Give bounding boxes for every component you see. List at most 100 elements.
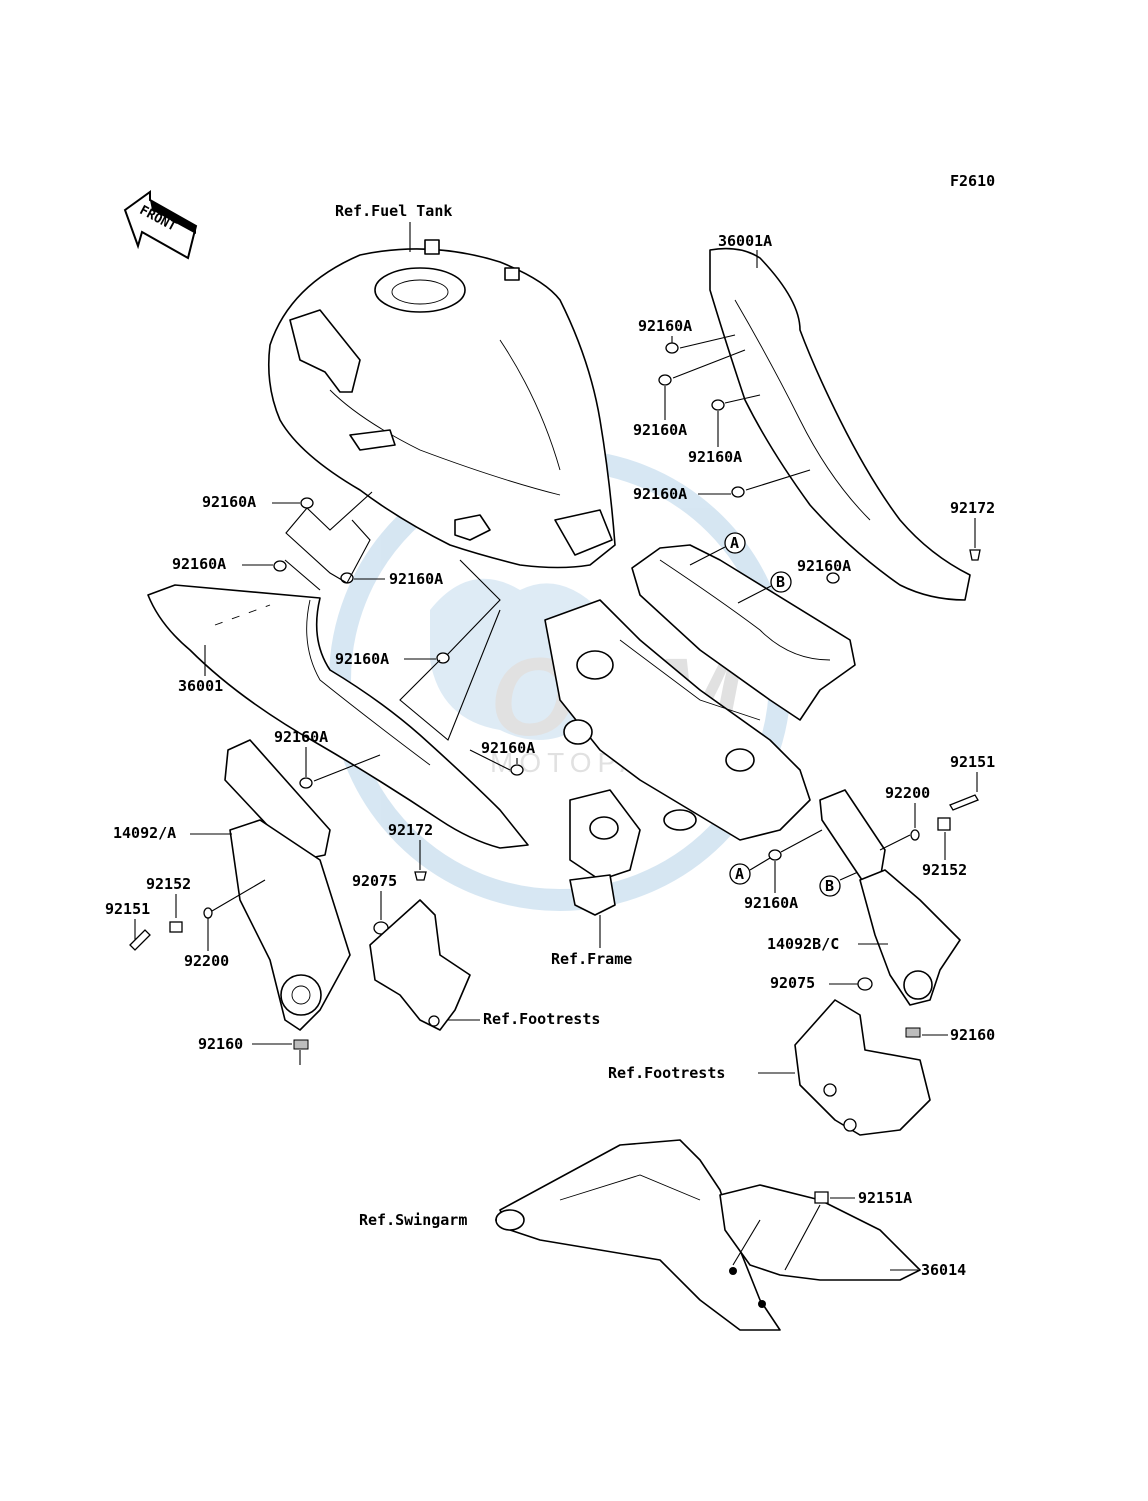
leader: [732, 1219, 761, 1266]
bushing-icon: [905, 1027, 921, 1038]
side-cover-36001A: [709, 247, 971, 601]
swingarm: [495, 1139, 781, 1331]
frame-foot: [569, 874, 616, 916]
label-92151-left: 92151: [105, 900, 150, 918]
heel-guard-right-upper: [819, 789, 886, 881]
bushing-icon: [293, 1039, 309, 1050]
label-14092BC: 14092B/C: [767, 935, 839, 953]
leader: [284, 559, 321, 591]
grommet-icon: [731, 486, 745, 498]
label-92160A-11: 92160A: [797, 557, 851, 575]
side-cover-36001-shape: [147, 584, 529, 849]
leader: [285, 507, 348, 584]
leader: [879, 834, 911, 851]
footrest-bracket-left: [369, 899, 471, 1031]
bolt-icon: [949, 794, 979, 811]
grommet-icon: [768, 849, 782, 861]
tank-rear-tab: [454, 514, 491, 541]
heel-guard-left: [224, 739, 351, 1050]
front-arrow-icon: FRONT: [123, 190, 198, 260]
label-ref-swingarm: Ref.Swingarm: [359, 1211, 467, 1229]
label-92160A-6: 92160A: [172, 555, 226, 573]
label-92200-right: 92200: [885, 784, 930, 802]
label-92160A-12: 92160A: [744, 894, 798, 912]
side-cover-36001: [147, 584, 529, 849]
svg-text:B: B: [825, 877, 834, 895]
grommet-icon: [300, 497, 314, 509]
washer-icon: [203, 907, 213, 919]
leader: [745, 469, 811, 491]
side-cover-36001-contour: [306, 599, 431, 766]
label-92160A-3: 92160A: [688, 448, 742, 466]
leader: [446, 559, 501, 656]
side-cover-36001A-shape: [709, 247, 971, 601]
grommet-icon: [826, 572, 840, 584]
figure-code: F2610: [950, 172, 995, 190]
grommet-icon: [273, 560, 287, 572]
tank-bracket-front: [289, 309, 361, 393]
frame-hole: [589, 816, 619, 840]
leader: [469, 749, 511, 771]
heel-guard-left-boss-inner: [291, 985, 311, 1005]
footrest-bracket-right-shape: [794, 999, 931, 1136]
tank-rear-plate: [554, 509, 613, 556]
tank-contour: [329, 389, 561, 496]
label-92160A-7: 92160A: [389, 570, 443, 588]
label-ref-footrests-right: Ref.Footrests: [608, 1064, 725, 1082]
label-92160A-9: 92160A: [274, 728, 328, 746]
side-cover-36001A-contour: [734, 299, 871, 521]
label-92160A-2: 92160A: [633, 421, 687, 439]
fuel-cap-inner: [391, 279, 449, 305]
grommet-icon: [510, 764, 524, 776]
heel-guard-left-lower: [229, 819, 351, 1031]
swingarm-pivot: [495, 1209, 525, 1231]
tank-top-tab: [424, 239, 440, 255]
frame-contour: [619, 639, 761, 721]
heel-guard-left-upper: [224, 739, 331, 861]
bolt-hole: [729, 1267, 737, 1275]
tank-mount-tab: [349, 429, 396, 451]
label-92151A: 92151A: [858, 1189, 912, 1207]
grommet-group-right: [658, 334, 811, 498]
frame-hole: [663, 809, 697, 831]
chain-guard-36014-shape: [719, 1184, 921, 1281]
swingarm-body: [499, 1139, 781, 1331]
label-92172-left: 92172: [388, 821, 433, 839]
svg-text:A: A: [730, 534, 739, 552]
leader: [672, 349, 746, 379]
footrest-bracket-right: [794, 999, 931, 1136]
label-92075-right: 92075: [770, 974, 815, 992]
frame-hole: [576, 650, 614, 680]
heel-guard-right-lower: [859, 869, 961, 1006]
bolt-hole: [758, 1300, 766, 1308]
heel-guard-right: [819, 789, 961, 1038]
leader: [780, 829, 823, 853]
label-ref-fuel-tank: Ref.Fuel Tank: [335, 202, 452, 220]
grommet-group-left: [273, 491, 524, 789]
frame-hole: [563, 719, 593, 745]
marker-b-1: B: [737, 571, 792, 604]
screw-icon: [969, 549, 981, 561]
leader: [313, 754, 381, 782]
label-36014: 36014: [921, 1261, 966, 1279]
marker-a-1: A: [689, 532, 746, 566]
frame-hole: [725, 748, 755, 772]
footrest-bracket-left-shape: [369, 899, 471, 1031]
grommet-icon: [857, 977, 873, 991]
leader: [399, 609, 501, 741]
screw-icon: [414, 871, 427, 881]
bracket-hole: [843, 1118, 857, 1132]
leader: [211, 879, 266, 912]
fuel-cap: [374, 267, 466, 313]
svg-text:A: A: [735, 865, 744, 883]
label-92172-right: 92172: [950, 499, 995, 517]
label-92160A-8: 92160A: [335, 650, 389, 668]
label-92160A-1: 92160A: [638, 317, 692, 335]
leader: [679, 334, 736, 349]
label-92160A-4: 92160A: [633, 485, 687, 503]
label-92151-right: 92151: [950, 753, 995, 771]
label-92152-left: 92152: [146, 875, 191, 893]
label-36001A: 36001A: [718, 232, 772, 250]
bracket-hole: [428, 1015, 440, 1027]
grommet-icon: [711, 399, 725, 411]
